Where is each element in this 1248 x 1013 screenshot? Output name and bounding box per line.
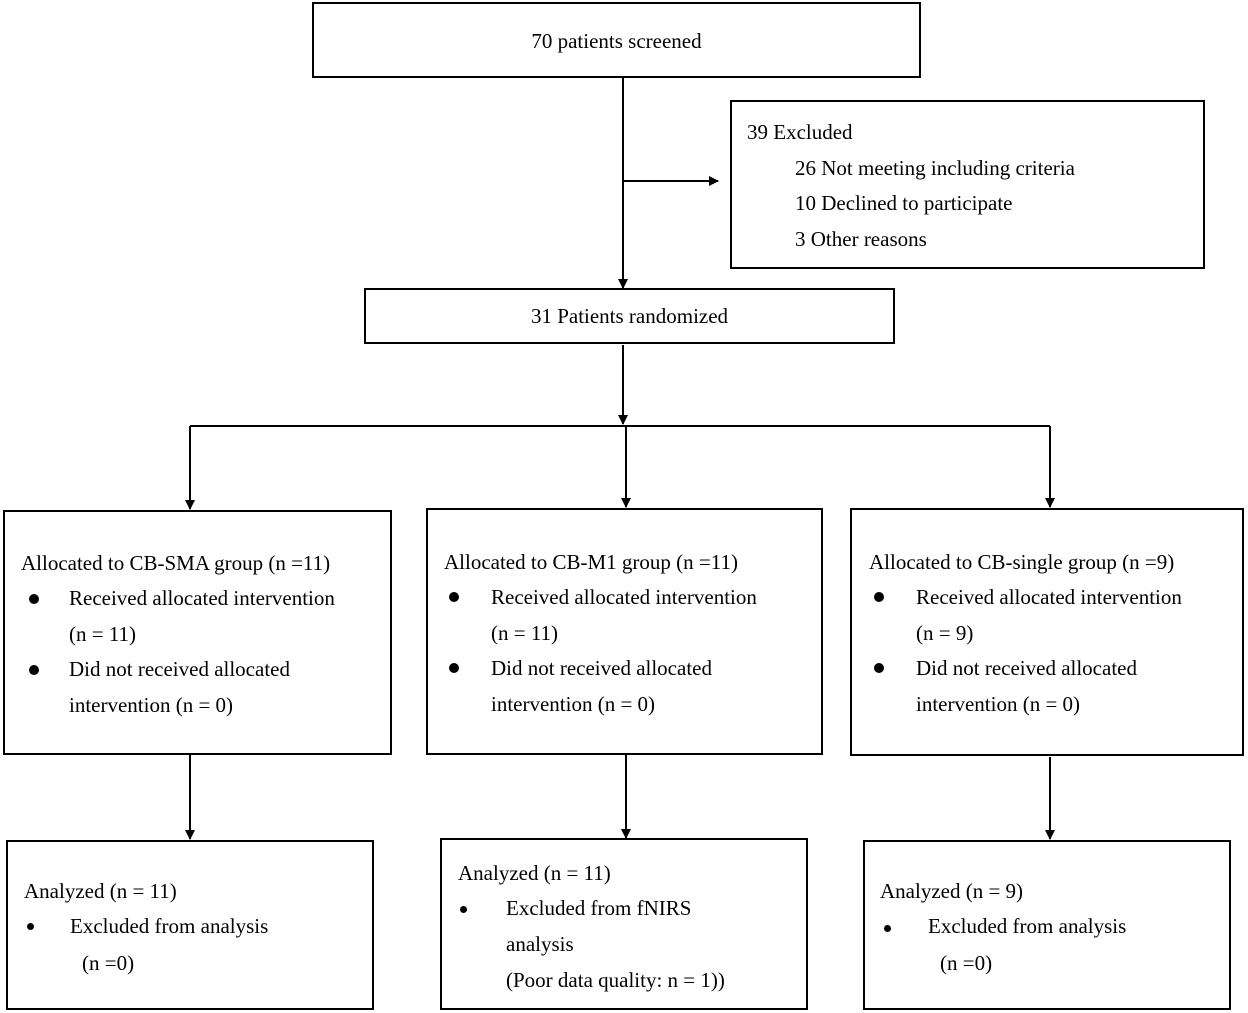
group-2-received: Received allocated intervention — [491, 585, 757, 609]
group-1-received: Received allocated intervention — [69, 586, 335, 610]
randomized-box — [364, 288, 895, 344]
group-3-not-received-n: intervention (n = 0) — [916, 692, 1081, 716]
group-2-excluded-fnirs: Excluded from fNIRS — [506, 896, 692, 920]
group-3-excluded-analysis: Excluded from analysis — [928, 914, 1127, 938]
bullet — [460, 906, 467, 913]
bullet — [874, 592, 884, 602]
bullet — [874, 663, 884, 673]
bullet — [449, 592, 459, 602]
group-2-allocation-box — [426, 508, 823, 755]
group-1-excluded-analysis: Excluded from analysis — [70, 914, 269, 938]
group-1-analyzed-title: Analyzed (n = 11) — [24, 879, 177, 903]
group-2-poor-data-quality: (Poor data quality: n = 1)) — [506, 968, 725, 992]
group-2-analyzed-box — [440, 838, 808, 1010]
group-3-received-n: (n = 9) — [916, 621, 974, 645]
group-2-allocation-title: Allocated to CB-M1 group (n =11) — [444, 550, 738, 574]
excluded-reason-3: 3 Other reasons — [795, 227, 927, 251]
excluded-title: 39 Excluded — [747, 120, 853, 144]
group-1-allocation-title: Allocated to CB-SMA group (n =11) — [21, 551, 331, 575]
group-3-excluded-n: (n =0) — [940, 951, 993, 975]
excluded-box — [730, 100, 1205, 269]
excluded-reason-1: 26 Not meeting including criteria — [795, 156, 1075, 180]
group-2-not-received: Did not received allocated — [491, 656, 712, 680]
group-1-not-received-n: intervention (n = 0) — [69, 693, 234, 717]
excluded-reason-2: 10 Declined to participate — [795, 191, 1013, 215]
group-3-allocation-title: Allocated to CB-single group (n =9) — [869, 550, 1175, 574]
bullet — [29, 665, 39, 675]
group-1-excluded-n: (n =0) — [82, 951, 135, 975]
screened-text: 70 patients screened — [531, 29, 702, 53]
group-1-received-n: (n = 11) — [69, 622, 137, 646]
screened-box — [312, 2, 921, 78]
group-2-not-received-n: intervention (n = 0) — [491, 692, 656, 716]
group-2-analyzed-title: Analyzed (n = 11) — [458, 861, 611, 885]
bullet — [29, 594, 39, 604]
group-3-analyzed-title: Analyzed (n = 9) — [880, 879, 1024, 903]
bullet — [449, 663, 459, 673]
randomized-text: 31 Patients randomized — [530, 304, 729, 328]
group-2-excluded-analysis: analysis — [506, 932, 574, 956]
group-3-received: Received allocated intervention — [916, 585, 1182, 609]
group-3-not-received: Did not received allocated — [916, 656, 1137, 680]
group-1-analyzed-box — [6, 840, 374, 1010]
group-3-allocation-box — [850, 508, 1244, 756]
group-2-received-n: (n = 11) — [491, 621, 559, 645]
group-1-not-received: Did not received allocated — [69, 657, 290, 681]
group-1-allocation-box — [3, 510, 392, 755]
bullet — [884, 925, 891, 932]
bullet — [27, 923, 34, 930]
group-3-analyzed-box — [863, 840, 1231, 1010]
